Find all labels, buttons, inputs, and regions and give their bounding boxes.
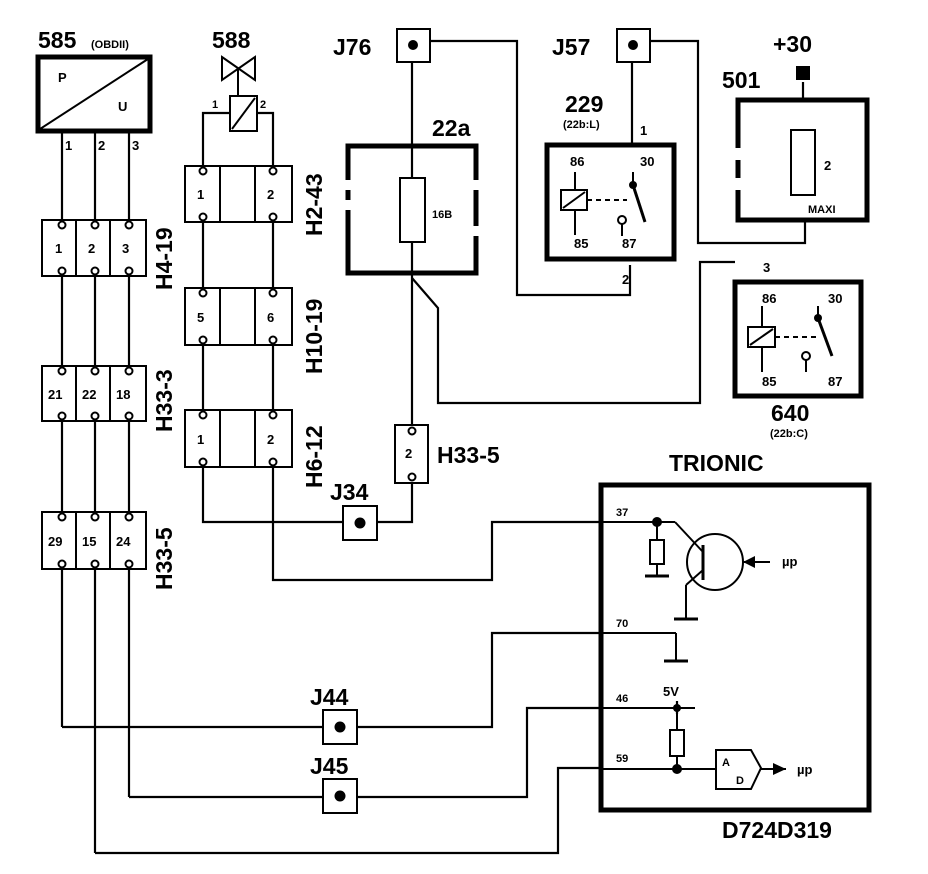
relay229-pin-1: 1 <box>640 123 647 138</box>
h10-19-pin-6: 6 <box>267 310 274 325</box>
h33-3-pin-22: 22 <box>82 387 96 402</box>
relay640-86: 86 <box>762 291 776 306</box>
j34-label: J34 <box>330 479 369 505</box>
maxi-label: MAXI <box>808 204 836 216</box>
junction-j57: J57 <box>552 28 651 63</box>
trionic-pin-46: 46 <box>616 693 628 705</box>
connector-h33-3: 21 22 18 H33-3 <box>41 365 177 432</box>
h4-19-pin-2: 2 <box>88 241 95 256</box>
obd-pin-2: 2 <box>98 138 105 153</box>
trionic-up1: µp <box>782 554 797 569</box>
trionic-pin-59: 59 <box>616 753 628 765</box>
valve-pin-2: 2 <box>260 99 266 111</box>
relay229-id: 229 <box>565 91 603 117</box>
relay-640: 3 86 30 85 87 640 (22b:C) <box>732 260 864 440</box>
relay229-87: 87 <box>622 236 636 251</box>
trionic-5v: 5V <box>663 684 679 699</box>
junction-j76: J76 <box>333 28 431 63</box>
h4-19-pin-3: 3 <box>122 241 129 256</box>
trionic-ecu: TRIONIC 37 70 46 59 µp 5V <box>598 450 872 843</box>
wires <box>60 39 807 855</box>
valve-id: 588 <box>212 27 251 53</box>
trionic-code: D724D319 <box>722 817 832 843</box>
trionic-gate-d: D <box>736 775 744 787</box>
trionic-pin-37: 37 <box>616 507 628 519</box>
h33-3-pin-21: 21 <box>48 387 62 402</box>
relay-229: 229 (22b:L) 1 86 30 85 87 2 <box>544 91 677 287</box>
connector-h33-5-a: 29 15 24 H33-5 <box>41 511 177 590</box>
maxi-fuse-501: +30 501 2 MAXI <box>722 31 870 223</box>
j44-label: J44 <box>310 684 349 710</box>
j57-label: J57 <box>552 34 590 60</box>
relay640-87: 87 <box>828 374 842 389</box>
obd-module-585: 585 (OBDII) P U 1 2 3 <box>35 27 153 153</box>
h2-43-pin-1: 1 <box>197 187 204 202</box>
obd-p: P <box>58 70 67 85</box>
connector-h10-19: 5 6 H10-19 <box>184 287 327 374</box>
trionic-title: TRIONIC <box>669 450 764 476</box>
valve-pin-1: 1 <box>212 99 218 111</box>
relay640-pin-3: 3 <box>763 260 770 275</box>
relay229-30: 30 <box>640 154 654 169</box>
relay229-86: 86 <box>570 154 584 169</box>
supply-30: +30 <box>773 31 812 57</box>
valve-588: 588 1 2 <box>212 27 266 132</box>
relay640-id: 640 <box>771 400 809 426</box>
connector-h4-19: 1 2 3 H4-19 <box>41 219 177 290</box>
trionic-pin-70: 70 <box>616 618 628 630</box>
h33-5-b-label: H33-5 <box>437 442 500 468</box>
h6-12-pin-1: 1 <box>197 432 204 447</box>
connector-h33-5-b: 2 H33-5 <box>394 424 500 484</box>
h33-5-a-label: H33-5 <box>151 527 177 590</box>
h33-5-pin-15: 15 <box>82 534 96 549</box>
relay640-30: 30 <box>828 291 842 306</box>
obd-u: U <box>118 99 127 114</box>
junction-j44: J44 <box>310 684 358 745</box>
relay229-85: 85 <box>574 236 588 251</box>
connector-h6-12: 1 2 H6-12 <box>184 409 327 488</box>
trionic-up2: µp <box>797 762 812 777</box>
h6-12-pin-2: 2 <box>267 432 274 447</box>
h6-12-label: H6-12 <box>301 425 327 488</box>
maxi-pin-2: 2 <box>824 158 831 173</box>
relay229-pin-2: 2 <box>622 272 629 287</box>
h33-3-pin-18: 18 <box>116 387 130 402</box>
fuse-16b: 16B <box>432 209 452 221</box>
trionic-gate-a: A <box>722 757 730 769</box>
junction-j34: J34 <box>330 479 378 541</box>
h33-5-b-pin-2: 2 <box>405 446 412 461</box>
relay640-sub: (22b:C) <box>770 428 808 440</box>
h33-3-label: H33-3 <box>151 369 177 432</box>
relay229-sub: (22b:L) <box>563 119 600 131</box>
h4-19-label: H4-19 <box>151 227 177 290</box>
maxi-id: 501 <box>722 67 761 93</box>
obd-pin-3: 3 <box>132 138 139 153</box>
h33-5-pin-24: 24 <box>116 534 131 549</box>
relay640-85: 85 <box>762 374 776 389</box>
connector-h2-43: 1 2 H2-43 <box>184 165 327 236</box>
fusebox-id: 22a <box>432 115 471 141</box>
h10-19-label: H10-19 <box>301 299 327 374</box>
junction-j45: J45 <box>310 753 358 814</box>
j76-label: J76 <box>333 34 371 60</box>
h10-19-pin-5: 5 <box>197 310 204 325</box>
h4-19-pin-1: 1 <box>55 241 62 256</box>
j45-label: J45 <box>310 753 349 779</box>
obd-id: 585 <box>38 27 77 53</box>
obd-pin-1: 1 <box>65 138 72 153</box>
h33-5-pin-29: 29 <box>48 534 62 549</box>
obd-sub: (OBDII) <box>91 39 129 51</box>
h2-43-label: H2-43 <box>301 173 327 236</box>
fusebox-22a: 22a 16B <box>345 115 479 276</box>
h2-43-pin-2: 2 <box>267 187 274 202</box>
